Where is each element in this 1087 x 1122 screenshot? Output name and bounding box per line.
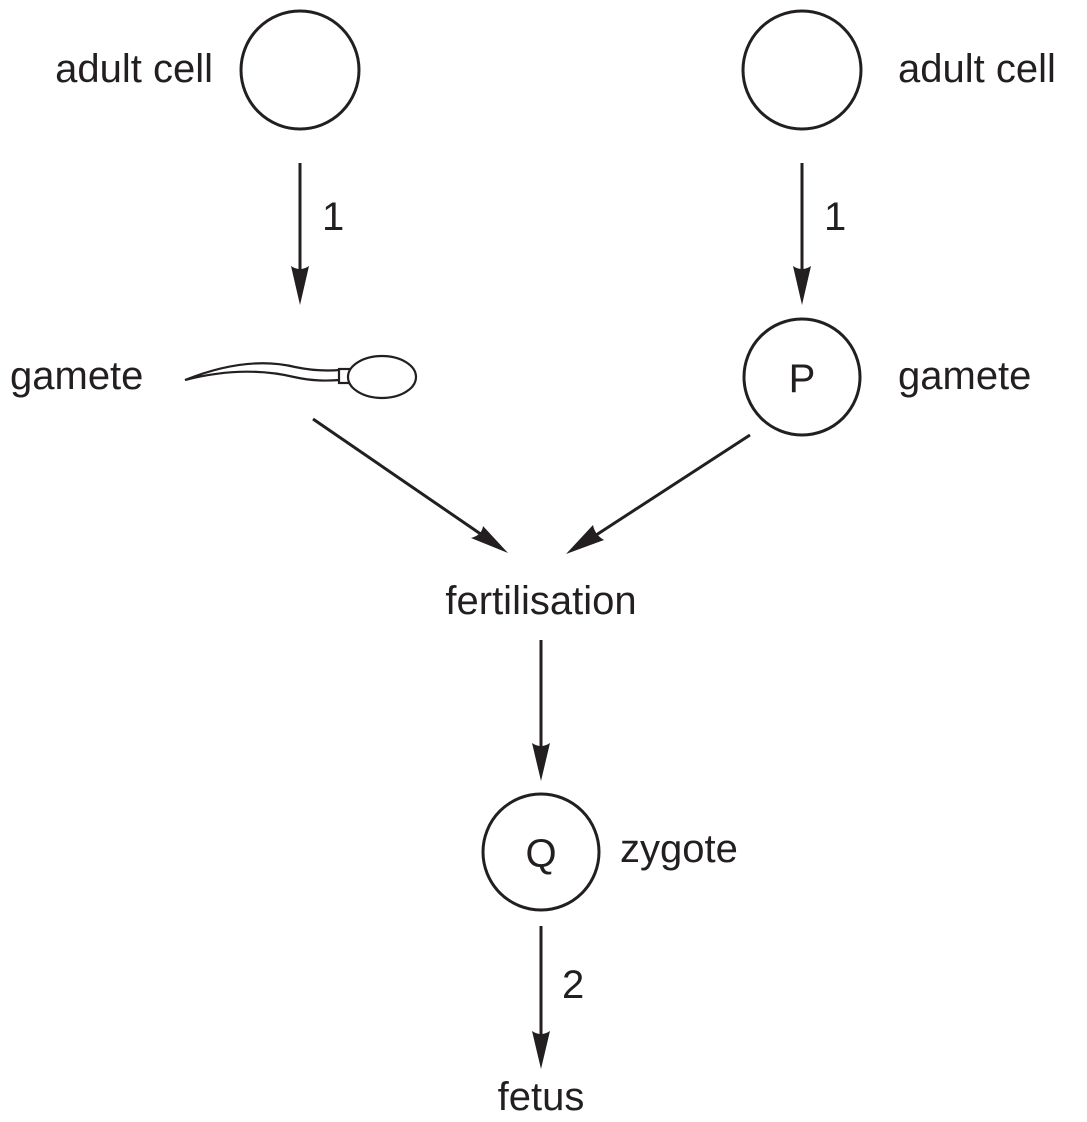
development-arrow bbox=[532, 926, 550, 1069]
female-gamete-p bbox=[742, 317, 862, 437]
left-fertilisation-arrow bbox=[312, 417, 508, 553]
right-adult-cell-label: adult cell bbox=[898, 47, 1056, 91]
right-step-number: 1 bbox=[824, 195, 846, 239]
left-meiosis-arrow bbox=[291, 163, 309, 305]
cell-p-letter: P bbox=[789, 357, 816, 401]
left-adult-cell-label: adult cell bbox=[55, 47, 213, 91]
right-meiosis-arrow bbox=[793, 163, 811, 305]
cell-q-letter: Q bbox=[525, 832, 556, 876]
development-step-number: 2 bbox=[562, 963, 584, 1007]
left-step-number: 1 bbox=[322, 195, 344, 239]
fetus-label: fetus bbox=[498, 1075, 585, 1119]
left-adult-cell bbox=[239, 9, 361, 131]
left-gamete-label: gamete bbox=[10, 354, 143, 398]
right-fertilisation-arrow bbox=[566, 433, 751, 554]
fertilisation-label: fertilisation bbox=[445, 579, 636, 623]
zygote-cell-q bbox=[481, 792, 601, 912]
zygote-label: zygote bbox=[620, 827, 738, 871]
right-gamete-label: gamete bbox=[898, 354, 1031, 398]
sperm-cell-icon bbox=[184, 354, 418, 400]
zygote-arrow bbox=[532, 640, 550, 781]
right-adult-cell bbox=[741, 9, 863, 131]
